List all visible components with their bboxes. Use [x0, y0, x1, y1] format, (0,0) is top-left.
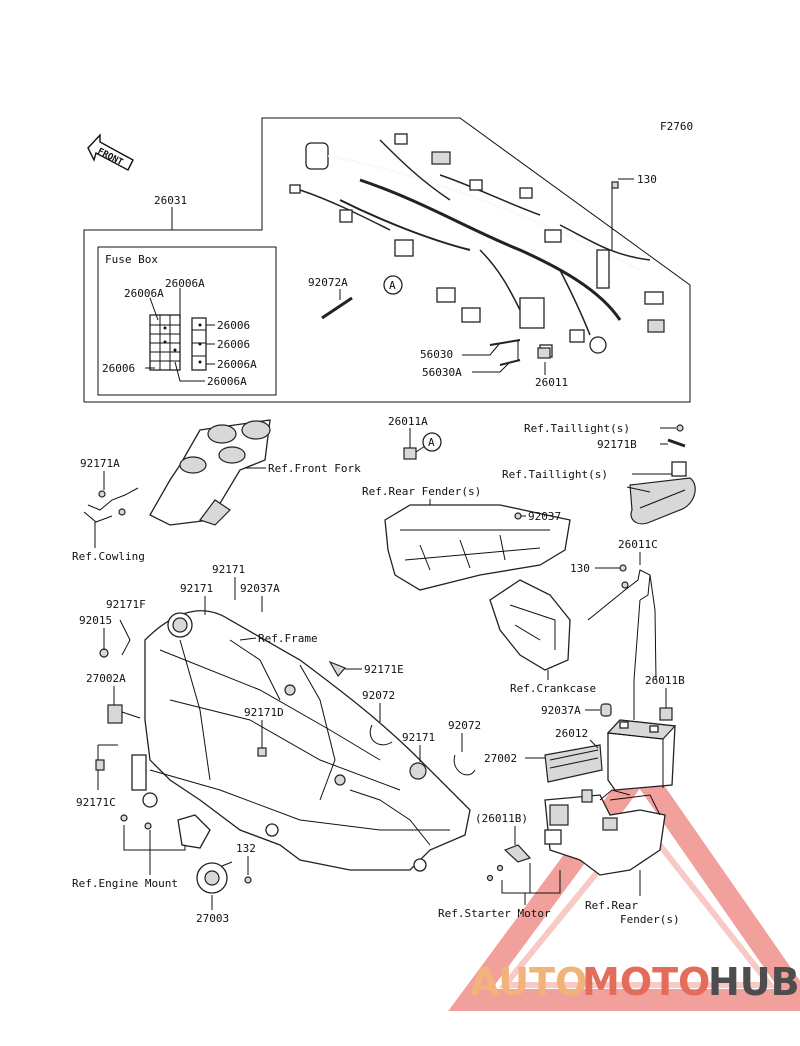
part-number-26011b-ref: (26011B) [475, 812, 528, 825]
part-number-27002a: 27002A [86, 672, 126, 685]
harness-group-outline [83, 117, 691, 403]
part-number-92171: 92171 [402, 731, 435, 744]
callout-a-harness: A [383, 275, 403, 295]
part-number-26011b: 26011B [645, 674, 685, 687]
svg-text:A: A [389, 279, 396, 292]
part-number-92171c: 92171C [76, 796, 116, 809]
svg-text:A: A [428, 436, 435, 449]
main-wiring-harness [289, 133, 665, 358]
part-number-92072: 92072 [362, 689, 395, 702]
part-number-92037: 92037 [528, 510, 561, 523]
watermark-text: MOTO [582, 960, 710, 1004]
watermark-logo: AUTO MOTO HUB [470, 960, 800, 1004]
ref-taillight: Ref.Taillight(s) [502, 468, 608, 481]
part-number-92171e: 92171E [364, 663, 404, 676]
fuse-label: 26006A [207, 375, 247, 388]
part-number-92171f: 92171F [106, 598, 146, 611]
part-number-26031: 26031 [154, 194, 187, 207]
watermark-text: AUTO [470, 960, 587, 1004]
figure-id: F2760 [660, 120, 693, 133]
fuse-label: 26006A [217, 358, 257, 371]
part-number-26012: 26012 [555, 727, 588, 740]
fuse-label: 26006 [217, 338, 250, 351]
part-number-92015: 92015 [79, 614, 112, 627]
engine-mount-brackets [120, 754, 211, 849]
ref-taillight: Ref.Taillight(s) [524, 422, 630, 435]
fuse-label: 26006 [217, 319, 250, 332]
part-number-26011c: 26011C [618, 538, 658, 551]
crankcase-cover [489, 579, 571, 671]
watermark-text: HUB [708, 960, 800, 1004]
part-number-92171: 92171 [180, 582, 213, 595]
front-arrow: FRONT [87, 133, 134, 171]
fuse-label: 26006A [124, 287, 164, 300]
ref-crankcase: Ref.Crankcase [510, 682, 596, 695]
fuse-label: 26006 [102, 362, 135, 375]
part-number-92171a: 92171A [80, 457, 120, 470]
part-number-130: 130 [637, 173, 657, 186]
part-number-26011a: 26011A [388, 415, 428, 428]
fuse-box-title: Fuse Box [105, 253, 158, 266]
watermark-triangle [448, 751, 800, 1011]
cowling-bracket [83, 487, 139, 523]
ref-rear-fender: Ref.Rear Fender(s) [362, 485, 481, 498]
ref-frame: Ref.Frame [258, 632, 318, 645]
fuse-block [149, 314, 207, 371]
callout-a-lower: A [422, 432, 442, 452]
fuse-label: 26006A [165, 277, 205, 290]
ref-rear-fender-2: Fender(s) [620, 913, 680, 926]
main-frame [99, 610, 471, 872]
ref-cowling: Ref.Cowling [72, 550, 145, 563]
cable-tie [321, 296, 353, 320]
ecu [544, 744, 603, 783]
part-number-27003: 27003 [196, 912, 229, 925]
part-number-92171b: 92171B [597, 438, 637, 451]
ref-engine-mount: Ref.Engine Mount [72, 877, 178, 890]
ref-starter-motor: Ref.Starter Motor [438, 907, 551, 920]
part-number-92171: 92171 [212, 563, 245, 576]
relay-26011 [537, 347, 551, 359]
relay-26011b [659, 707, 673, 721]
part-number-92072: 92072 [448, 719, 481, 732]
fuse-box-outline [97, 246, 277, 396]
ref-rear-fender-2: Ref.Rear [585, 899, 638, 912]
fuse-leader-lines [145, 288, 215, 382]
taillight [626, 477, 696, 525]
part-number-132: 132 [236, 842, 256, 855]
bracket-26011b [486, 844, 532, 882]
part-number-130: 130 [570, 562, 590, 575]
part-number-92037a: 92037A [541, 704, 581, 717]
part-number-92171d: 92171D [244, 706, 284, 719]
part-number-56030: 56030 [420, 348, 453, 361]
part-number-56030a: 56030A [422, 366, 462, 379]
part-number-26011: 26011 [535, 376, 568, 389]
horn [196, 861, 233, 894]
battery-case [544, 789, 666, 876]
front-fork-steering [149, 419, 271, 526]
ref-front-fork: Ref.Front Fork [268, 462, 361, 475]
part-number-92072a: 92072A [308, 276, 348, 289]
part-number-27002: 27002 [484, 752, 517, 765]
relay-26011a [403, 447, 417, 460]
battery [606, 719, 677, 791]
part-number-92037a: 92037A [240, 582, 280, 595]
rear-fender [384, 504, 571, 591]
battery-cable [587, 569, 657, 720]
